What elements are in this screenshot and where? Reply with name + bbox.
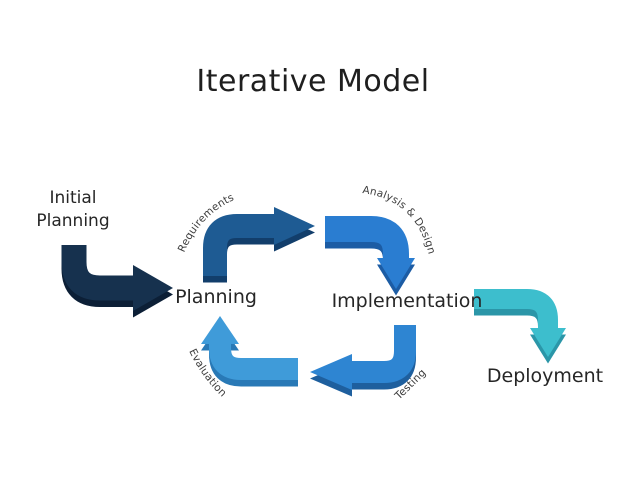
initial-planning-label-line2: Planning bbox=[36, 211, 110, 231]
testing-arrow bbox=[310, 325, 416, 397]
implementation-label: Implementation bbox=[331, 290, 483, 312]
deployment-arrow-body bbox=[474, 289, 558, 330]
evaluation-arrow-body bbox=[209, 337, 298, 380]
testing-arrowhead bbox=[310, 354, 352, 390]
deployment-arrow bbox=[474, 289, 566, 364]
initial-planning-label: Initial Planning bbox=[36, 187, 109, 233]
evaluation-arrowhead bbox=[201, 316, 239, 344]
initial-planning-arrow-body bbox=[61, 245, 133, 301]
deployment-label: Deployment bbox=[486, 365, 604, 387]
page-title: Iterative Model bbox=[196, 64, 430, 99]
analysis-design-arrow-body bbox=[325, 216, 409, 267]
initial-planning-arrowhead bbox=[133, 265, 173, 311]
deployment-arrowhead bbox=[530, 328, 566, 357]
analysis-design-arrow bbox=[325, 216, 415, 296]
requirements-arrow bbox=[203, 207, 315, 283]
planning-label: Planning bbox=[175, 286, 257, 308]
analysis-design-arrowhead bbox=[377, 258, 415, 289]
requirements-arrow-body bbox=[203, 214, 274, 276]
initial-planning-arrow bbox=[61, 245, 173, 318]
evaluation-arrow bbox=[201, 316, 298, 387]
initial-planning-label-line1: Initial bbox=[49, 188, 97, 209]
testing-arrow-body bbox=[352, 325, 416, 383]
requirements-arrowhead bbox=[274, 207, 315, 245]
